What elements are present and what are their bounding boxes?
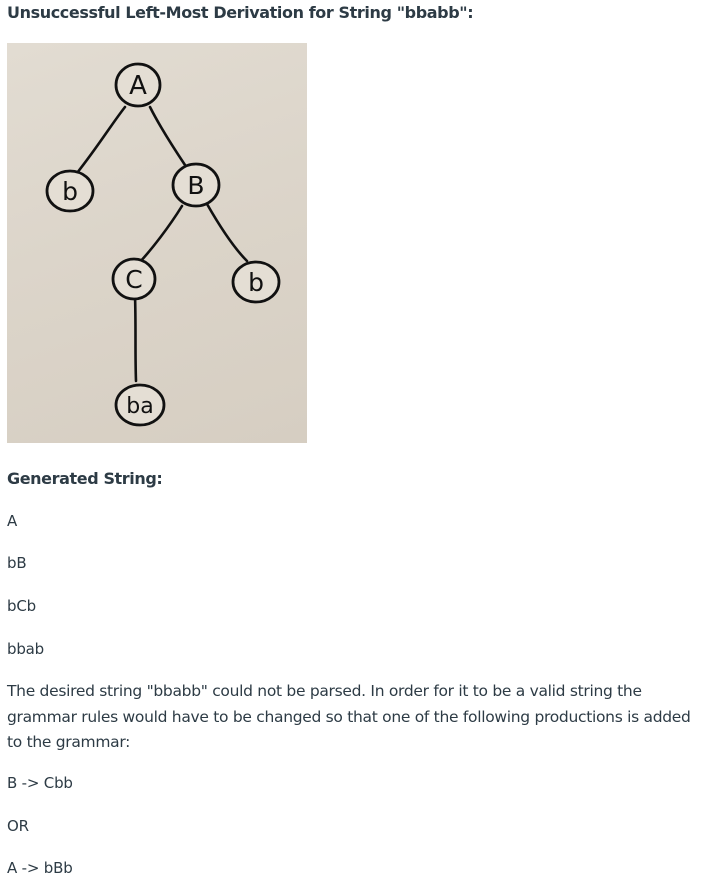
explanation-paragraph: The desired string "bbabb" could not be … bbox=[7, 682, 691, 751]
node-circle-c bbox=[111, 257, 157, 301]
page-title: Unsuccessful Left-Most Derivation for St… bbox=[7, 3, 474, 22]
parse-tree-diagram: A b B C b ba bbox=[45, 62, 281, 427]
edge-b-to-b-right bbox=[205, 202, 249, 263]
derivation-step-4: bbab bbox=[7, 640, 44, 658]
node-label-c: C bbox=[125, 265, 142, 294]
production-separator: OR bbox=[7, 817, 29, 835]
node-label-b-right: b bbox=[248, 268, 264, 297]
derivation-step-2: bB bbox=[7, 554, 27, 572]
edge-b-to-c bbox=[137, 204, 184, 265]
parse-tree-photo: A b B C b ba bbox=[7, 43, 307, 443]
node-circle-ba bbox=[114, 383, 166, 427]
node-label-a: A bbox=[129, 71, 147, 101]
node-circle-b-upper bbox=[171, 162, 221, 208]
derivation-step-3: bCb bbox=[7, 597, 36, 615]
edge-c-to-ba bbox=[133, 293, 138, 383]
node-circle-b-right bbox=[231, 260, 281, 304]
edge-a-to-b-left bbox=[75, 105, 127, 175]
node-circle-b-left bbox=[45, 169, 95, 213]
node-label-b-left: b bbox=[62, 177, 78, 206]
generated-string-heading: Generated String: bbox=[7, 469, 163, 488]
node-circle-a bbox=[114, 62, 162, 108]
derivation-step-1: A bbox=[7, 512, 18, 530]
node-label-b-upper: B bbox=[187, 171, 204, 200]
production-option-1: B -> Cbb bbox=[7, 774, 73, 792]
node-label-ba: ba bbox=[126, 394, 153, 419]
production-option-2: A -> bBb bbox=[7, 859, 73, 877]
edge-a-to-b-upper bbox=[148, 105, 187, 167]
